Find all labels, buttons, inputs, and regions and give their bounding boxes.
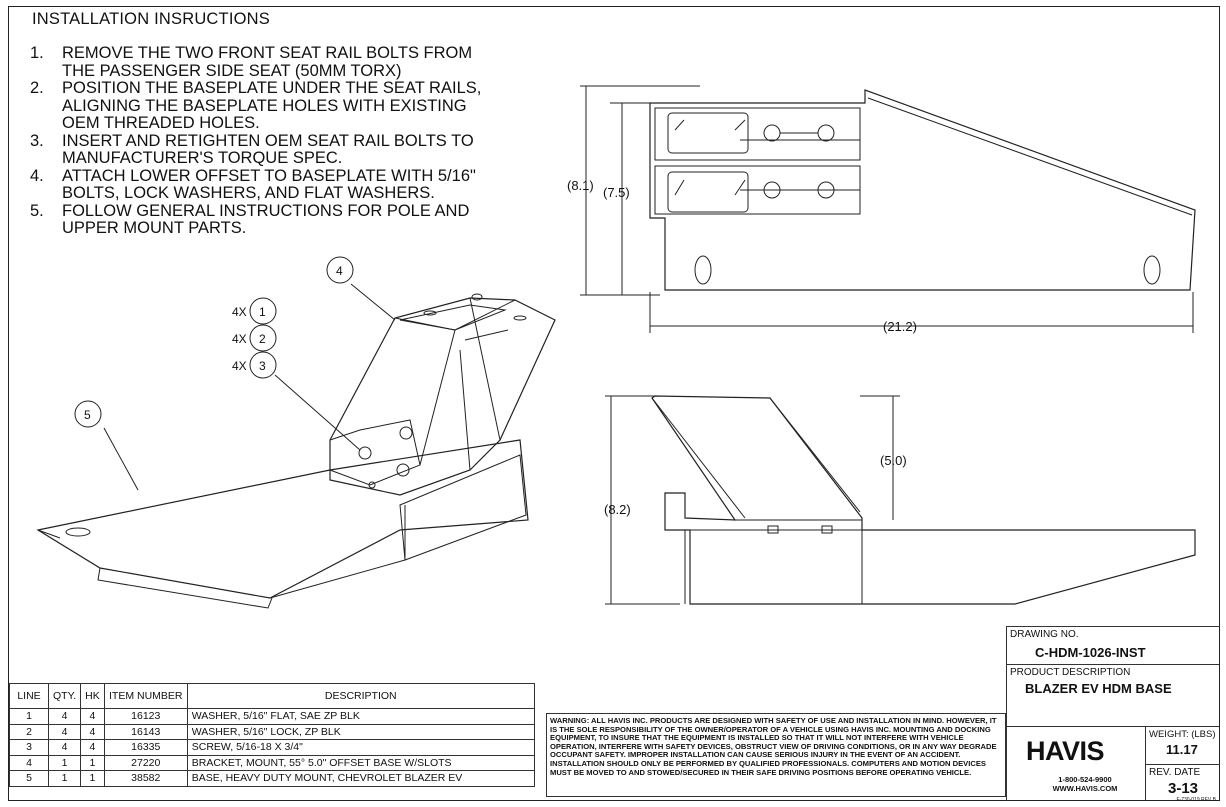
dim-side-height: (8.2) bbox=[604, 502, 631, 517]
dim-top-inner: (7.5) bbox=[603, 185, 630, 200]
bom-col-qty: QTY. bbox=[47, 683, 82, 709]
bom-col-description: DESCRIPTION bbox=[186, 683, 535, 709]
top-view bbox=[580, 85, 1196, 333]
callout-labels: 4 1 2 3 5 4X 4X 4X bbox=[84, 264, 343, 422]
weight-label: WEIGHT: (LBS) bbox=[1149, 729, 1216, 740]
bom-col-item: ITEM NUMBER bbox=[103, 683, 188, 709]
drawing-no-cell: DRAWING NO. C-HDM-1026-INST bbox=[1007, 627, 1219, 665]
isometric-view bbox=[36, 256, 556, 609]
drawing-border bbox=[8, 6, 1220, 801]
callout-3-qty: 4X bbox=[232, 359, 247, 373]
product-desc: BLAZER EV HDM BASE bbox=[1025, 681, 1172, 696]
instructions-heading: INSTALLATION INSRUCTIONS bbox=[32, 10, 270, 28]
bom-header-row: LINE QTY. HK ITEM NUMBER DESCRIPTION bbox=[9, 683, 535, 709]
side-view bbox=[605, 395, 1196, 605]
side-view-dimensions: (8.2) (5.0) bbox=[604, 453, 907, 517]
havis-logo: HAVIS bbox=[1026, 736, 1105, 766]
callout-1-qty: 4X bbox=[232, 305, 247, 319]
weight: 11.17 bbox=[1166, 742, 1198, 757]
bom-col-line: LINE bbox=[9, 683, 49, 709]
callout-2-qty: 4X bbox=[232, 332, 247, 346]
instruction-step: 4.ATTACH LOWER OFFSET TO BASEPLATE WITH … bbox=[30, 166, 476, 202]
instruction-step: 1.REMOVE THE TWO FRONT SEAT RAIL BOLTS F… bbox=[30, 44, 473, 80]
form-revision: F-730-019 REV B bbox=[1176, 797, 1216, 803]
rev-date-label: REV. DATE bbox=[1149, 767, 1201, 778]
callout-2: 2 bbox=[259, 332, 266, 346]
safety-warning: WARNING: ALL HAVIS INC. PRODUCTS ARE DES… bbox=[546, 713, 1006, 797]
title-block: DRAWING NO. C-HDM-1026-INST PRODUCT DESC… bbox=[1006, 626, 1220, 801]
top-view-dimensions: (8.1) (7.5) (21.2) bbox=[567, 178, 917, 334]
phone-number: 1-800-524-9900 bbox=[1058, 775, 1112, 784]
contact-info: 1-800-524-9900 WWW.HAVIS.COM bbox=[1040, 775, 1130, 793]
product-desc-cell: PRODUCT DESCRIPTION BLAZER EV HDM BASE bbox=[1007, 665, 1219, 727]
callout-4: 4 bbox=[336, 264, 343, 278]
callout-5: 5 bbox=[84, 408, 91, 422]
drawing-no-label: DRAWING NO. bbox=[1010, 629, 1079, 640]
bom-col-hk: HK bbox=[80, 683, 105, 709]
dim-bracket-height: (5.0) bbox=[880, 453, 907, 468]
callout-1: 1 bbox=[259, 305, 266, 319]
instruction-step: 5.FOLLOW GENERAL INSTRUCTIONS FOR POLE A… bbox=[30, 201, 470, 237]
drawing-no: C-HDM-1026-INST bbox=[1035, 645, 1146, 660]
instruction-steps: 1.REMOVE THE TWO FRONT SEAT RAIL BOLTS F… bbox=[30, 44, 482, 238]
callout-3: 3 bbox=[259, 359, 266, 373]
website: WWW.HAVIS.COM bbox=[1052, 784, 1118, 793]
instruction-step: 3.INSERT AND RETIGHTEN OEM SEAT RAIL BOL… bbox=[30, 131, 474, 167]
instruction-step: 2.POSITION THE BASEPLATE UNDER THE SEAT … bbox=[30, 79, 482, 132]
product-desc-label: PRODUCT DESCRIPTION bbox=[1010, 667, 1131, 678]
dim-top-length: (21.2) bbox=[883, 319, 917, 334]
rev-date: 3-13 bbox=[1168, 780, 1199, 797]
dim-top-outer: (8.1) bbox=[567, 178, 594, 193]
weight-rev-cell: WEIGHT: (LBS) 11.17 REV. DATE 3-13 bbox=[1145, 727, 1220, 800]
